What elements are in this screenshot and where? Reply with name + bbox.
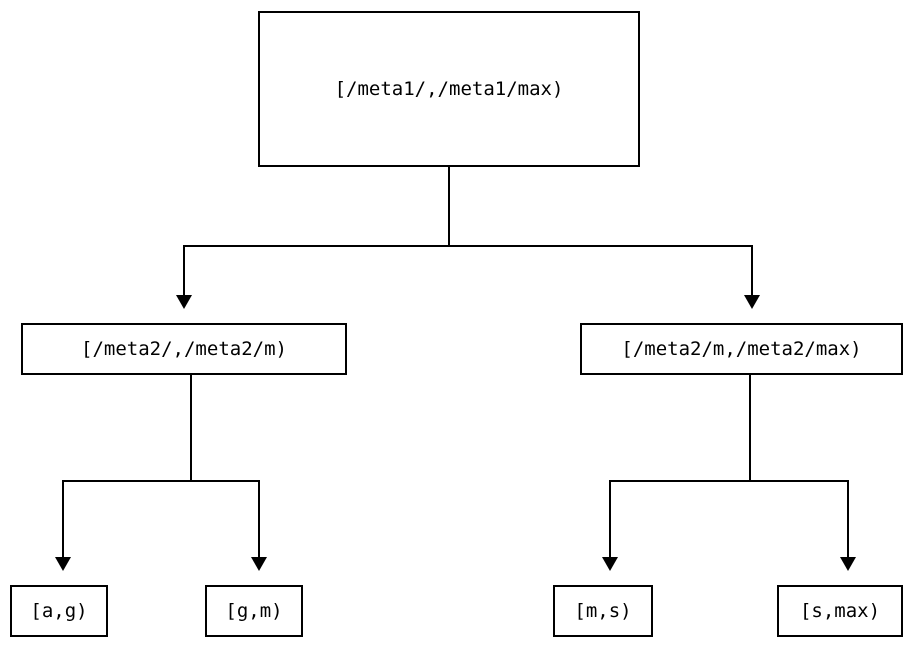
edge-child-left-bar <box>62 480 260 482</box>
arrow-child-left-to-leaf-gm <box>251 557 267 571</box>
edge-child-left-to-leaf-gm <box>258 480 260 557</box>
node-leaf-s-max[interactable]: [s,max) <box>777 585 903 637</box>
edge-child-right-to-leaf-smax <box>847 480 849 557</box>
node-child-left[interactable]: [/meta2/,/meta2/m) <box>21 323 347 375</box>
node-leaf-s-max-label: [s,max) <box>799 599 881 622</box>
edge-child-left-to-leaf-ag <box>62 480 64 557</box>
edge-child-right-to-leaf-ms <box>609 480 611 557</box>
node-leaf-g-m-label: [g,m) <box>225 599 283 622</box>
edge-root-stem <box>448 167 450 246</box>
edge-root-to-child-right <box>751 245 753 295</box>
arrow-child-left-to-leaf-ag <box>55 557 71 571</box>
edge-child-right-bar <box>609 480 849 482</box>
node-leaf-g-m[interactable]: [g,m) <box>205 585 303 637</box>
arrow-root-to-child-right <box>744 295 760 309</box>
edge-root-bar <box>183 245 753 247</box>
node-leaf-m-s-label: [m,s) <box>574 599 632 622</box>
edge-root-to-child-left <box>183 245 185 295</box>
arrow-root-to-child-left <box>176 295 192 309</box>
node-child-right[interactable]: [/meta2/m,/meta2/max) <box>580 323 903 375</box>
arrow-child-right-to-leaf-smax <box>840 557 856 571</box>
node-child-left-label: [/meta2/,/meta2/m) <box>81 337 287 360</box>
node-leaf-m-s[interactable]: [m,s) <box>553 585 653 637</box>
edge-child-right-stem <box>749 375 751 481</box>
node-root[interactable]: [/meta1/,/meta1/max) <box>258 11 640 167</box>
node-leaf-a-g[interactable]: [a,g) <box>10 585 108 637</box>
arrow-child-right-to-leaf-ms <box>602 557 618 571</box>
edge-child-left-stem <box>190 375 192 481</box>
node-leaf-a-g-label: [a,g) <box>30 599 88 622</box>
node-child-right-label: [/meta2/m,/meta2/max) <box>621 337 862 360</box>
node-root-label: [/meta1/,/meta1/max) <box>334 77 564 100</box>
